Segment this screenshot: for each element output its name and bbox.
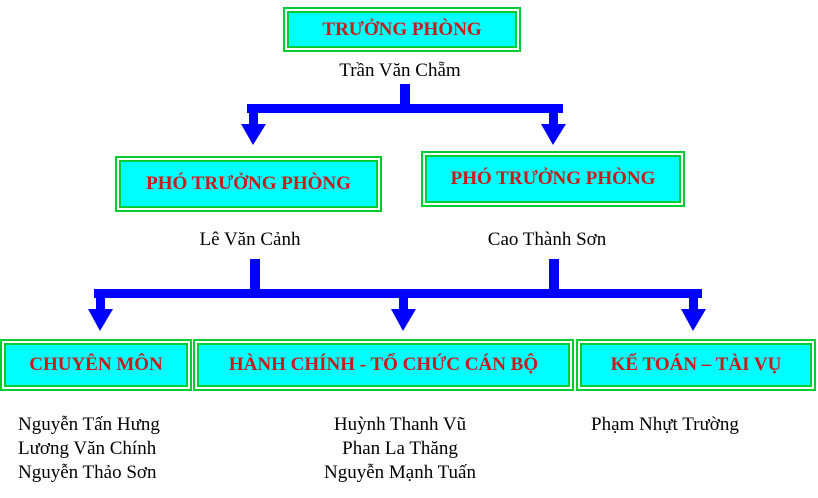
member-name: Nguyễn Mạnh Tuấn	[323, 462, 476, 483]
connector-dept-left-drop	[96, 289, 105, 311]
connector-right-drop	[549, 104, 558, 126]
arrow-left-deputy	[241, 124, 266, 145]
arrow-dept-chuyen-mon	[88, 309, 113, 331]
connector-dept-bar	[94, 289, 702, 298]
head-person: Trần Văn Chẵm	[339, 60, 461, 81]
connector-deputy-right-stem	[549, 259, 559, 297]
connector-dept-right-drop	[689, 289, 698, 311]
member-name: Phạm Nhựt Trường	[591, 414, 739, 435]
member-name: Phan La Thăng	[342, 438, 458, 459]
arrow-dept-hanh-chinh	[391, 309, 416, 331]
member-name: Huỳnh Thanh Vũ	[333, 414, 467, 435]
dept-chuyen-mon-members: Nguyễn Tấn Hưng Lương Văn Chính Nguyễn T…	[18, 413, 160, 485]
deputy-left-title: PHÓ TRƯỞNG PHÒNG	[146, 173, 351, 194]
dept-ke-toan-members: Phạm Nhựt Trường	[591, 413, 739, 437]
dept-ke-toan-box: KẾ TOÁN – TÀI VỤ	[580, 343, 812, 387]
connector-head-bar	[247, 104, 563, 113]
dept-ke-toan-title: KẾ TOÁN – TÀI VỤ	[610, 354, 782, 375]
member-name: Lương Văn Chính	[18, 438, 157, 459]
deputy-right-person: Cao Thành Sơn	[487, 229, 607, 250]
dept-chuyen-mon-box: CHUYÊN MÔN	[4, 343, 188, 387]
head-title-box: TRƯỞNG PHÒNG	[287, 11, 517, 48]
dept-hanh-chinh-title: HÀNH CHÍNH - TỔ CHỨC CÁN BỘ	[228, 354, 539, 375]
head-title: TRƯỞNG PHÒNG	[322, 18, 482, 40]
dept-hanh-chinh-members: Huỳnh Thanh Vũ Phan La Thăng Nguyễn Mạnh…	[300, 413, 500, 485]
deputy-left-person: Lê Văn Cảnh	[199, 229, 301, 250]
arrow-right-deputy	[541, 124, 566, 145]
connector-dept-mid-drop	[399, 289, 408, 311]
arrow-dept-ke-toan	[681, 309, 706, 331]
dept-hanh-chinh-box: HÀNH CHÍNH - TỔ CHỨC CÁN BỘ	[197, 343, 570, 387]
connector-head-stem	[400, 84, 410, 108]
dept-chuyen-mon-title: CHUYÊN MÔN	[29, 354, 163, 375]
deputy-left-title-box: PHÓ TRƯỞNG PHÒNG	[119, 160, 378, 208]
member-name: Nguyễn Thảo Sơn	[18, 462, 157, 483]
connector-left-drop	[249, 104, 258, 126]
deputy-right-title: PHÓ TRƯỞNG PHÒNG	[450, 168, 656, 189]
deputy-right-title-box: PHÓ TRƯỞNG PHÒNG	[425, 155, 681, 203]
connector-deputy-left-stem	[250, 259, 260, 297]
member-name: Nguyễn Tấn Hưng	[18, 414, 160, 435]
